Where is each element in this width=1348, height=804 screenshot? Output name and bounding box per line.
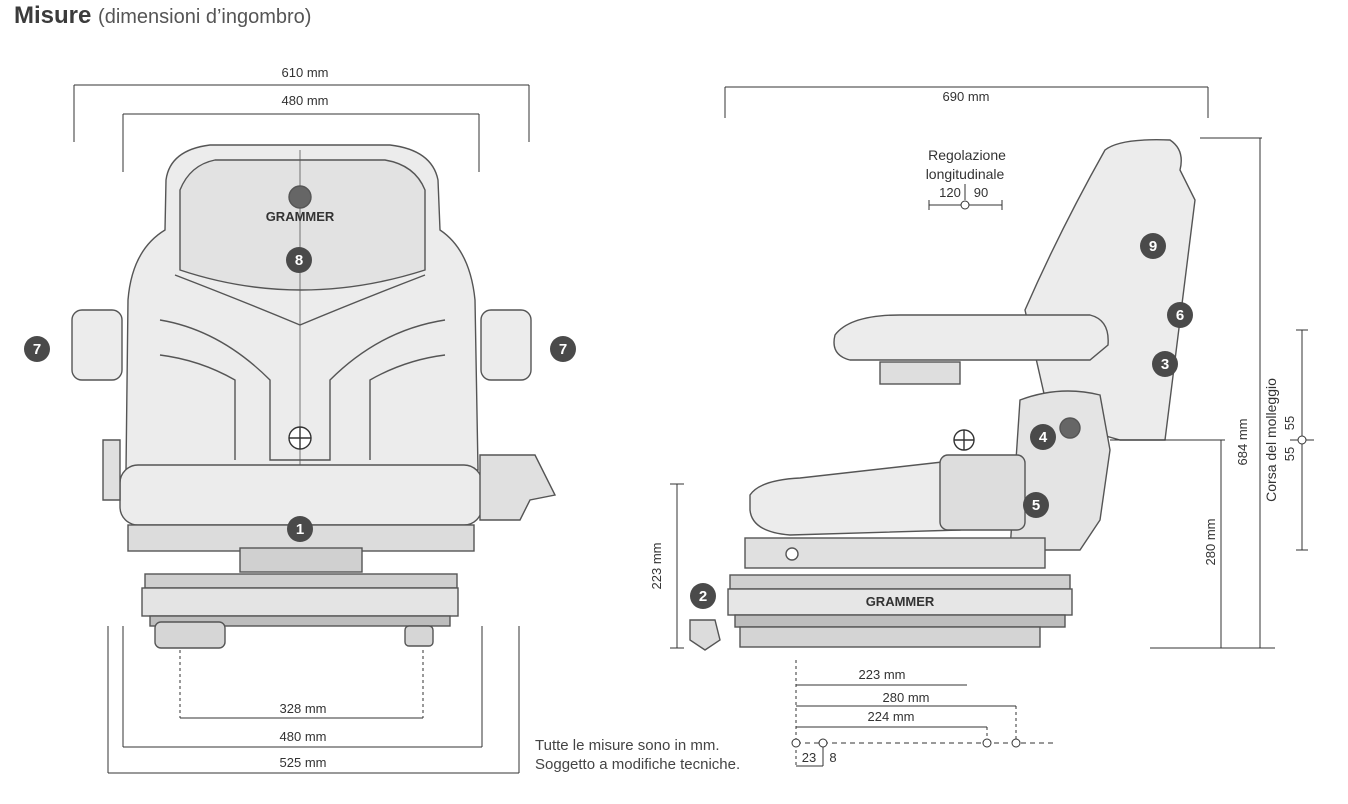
floor-dims [791,660,1056,768]
badge-6: 6 [1167,302,1193,328]
footnote: Tutte le misure sono in mm. Soggetto a m… [535,736,740,774]
svg-text:7: 7 [559,341,567,358]
side-view: 690 mm Regolazione longitudinale 120 90 [649,86,1314,768]
svg-text:5: 5 [1032,497,1040,514]
badge-2: 2 [690,583,716,609]
badge-5: 5 [1023,492,1049,518]
brand-side: GRAMMER [866,594,935,609]
page-title: Misure (dimensioni d’ingombro) [14,2,311,30]
front-view: 610 mm 480 mm [71,65,557,774]
dim-610 [73,84,530,142]
long-adjust-marker [928,184,1003,210]
longitudinal-label-1: Regolazione [928,147,1006,163]
title-subtitle: (dimensioni d’ingombro) [98,6,312,28]
svg-text:8: 8 [295,252,303,269]
height-280-label: 280 mm [1203,519,1218,566]
floor-223-label: 223 mm [859,667,906,682]
dim-480-top-label: 480 mm [282,93,329,108]
small-23-label: 23 [802,750,816,765]
badge-7-left: 7 [24,336,50,362]
dim-328-label: 328 mm [280,701,327,716]
badge-8: 8 [286,247,312,273]
dim-610-label: 610 mm [282,65,329,80]
vertical-dims [670,137,1314,649]
dim-480-bottom-label: 480 mm [280,729,327,744]
footnote-line-1: Tutte le misure sono in mm. [535,737,720,754]
floor-224-label: 224 mm [868,709,915,724]
height-223-label: 223 mm [649,543,664,590]
svg-text:3: 3 [1161,356,1169,373]
susp-down-label: 55 [1282,447,1297,461]
svg-text:2: 2 [699,588,707,605]
height-684-label: 684 mm [1235,419,1250,466]
badge-9: 9 [1140,233,1166,259]
small-8-label: 8 [829,750,836,765]
number-badges: 1 2 3 4 5 6 7 7 8 9 [24,233,1193,609]
dim-690-label: 690 mm [943,89,990,104]
badge-4: 4 [1030,424,1056,450]
svg-text:4: 4 [1039,429,1048,446]
title-bold: Misure [14,2,92,29]
dim-bottom-lines [107,626,520,774]
seat-front-illustration [71,144,557,649]
badge-3: 3 [1152,351,1178,377]
susp-up-label: 55 [1282,416,1297,430]
suspension-label: Corsa del molleggio [1263,378,1279,502]
seat-side-illustration [689,139,1196,651]
brand-front: GRAMMER [266,209,335,224]
footnote-line-2: Soggetto a modifiche tecniche. [535,756,741,773]
svg-text:7: 7 [33,341,41,358]
dim-480-top [122,113,480,172]
dim-690 [724,86,1209,118]
svg-text:1: 1 [296,521,304,538]
long-front-label: 120 [939,185,961,200]
svg-text:6: 6 [1176,307,1184,324]
badge-1: 1 [287,516,313,542]
long-back-label: 90 [974,185,988,200]
longitudinal-label-2: longitudinale [926,166,1005,182]
floor-280-label: 280 mm [883,690,930,705]
svg-text:9: 9 [1149,238,1157,255]
dim-525-label: 525 mm [280,755,327,770]
badge-7-right: 7 [550,336,576,362]
